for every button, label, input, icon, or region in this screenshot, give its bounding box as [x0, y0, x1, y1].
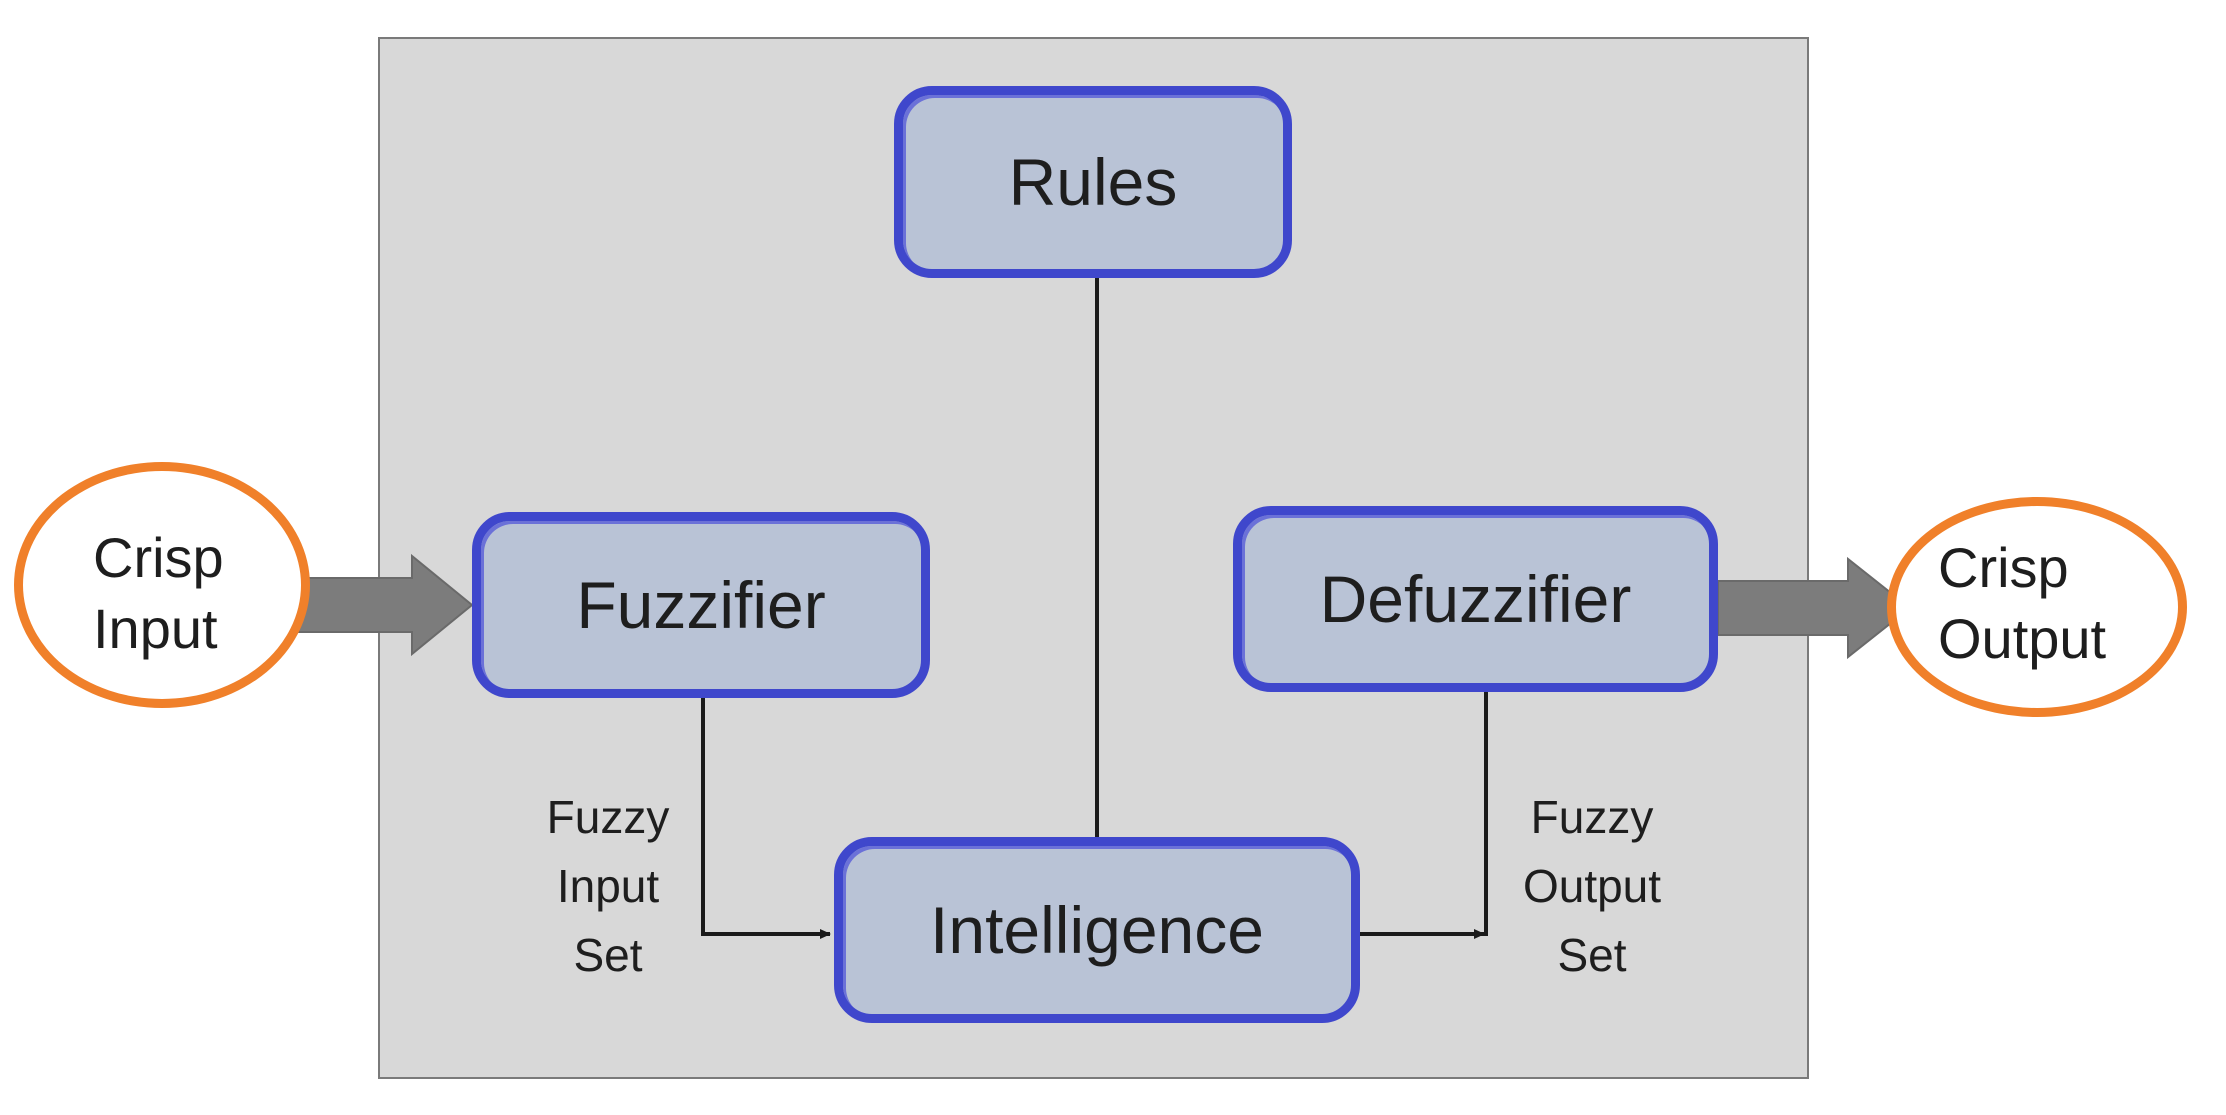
fuzzy-output-line-1: Fuzzy — [1530, 791, 1654, 843]
crisp-output-line-2: Output — [1938, 607, 2107, 671]
crisp-input-arrow — [277, 553, 474, 657]
fuzzifier-block: Fuzzifier — [472, 512, 930, 698]
intelligence-to-defuzzifier-line — [1360, 692, 1488, 936]
defuzzifier-block: Defuzzifier — [1233, 506, 1718, 692]
fuzzifier-label: Fuzzifier — [576, 568, 826, 642]
intelligence-block: Intelligence — [834, 837, 1360, 1023]
fuzzy-input-set-label: Fuzzy Input Set — [528, 783, 688, 990]
crisp-input-label: Crisp Input — [93, 522, 224, 664]
intelligence-label: Intelligence — [930, 893, 1264, 967]
fuzzifier-to-intelligence-arrow — [701, 698, 831, 939]
fuzzy-output-line-3: Set — [1557, 929, 1627, 981]
rules-label: Rules — [1008, 145, 1178, 219]
crisp-input-ellipse — [14, 462, 310, 708]
fuzzy-input-line-3: Set — [573, 929, 643, 981]
crisp-output-label: Crisp Output — [1938, 532, 2106, 674]
crisp-output-line-1: Crisp — [1938, 536, 2069, 599]
crisp-input-line-2: Input — [93, 597, 218, 661]
crisp-output-arrow — [1717, 556, 1912, 660]
crisp-input-line-1: Crisp — [93, 526, 224, 589]
fuzzy-input-line-2: Input — [556, 860, 660, 912]
crisp-output-ellipse — [1887, 497, 2187, 717]
fuzzy-output-line-2: Output — [1522, 860, 1662, 912]
fuzzy-input-line-1: Fuzzy — [546, 791, 670, 843]
defuzzifier-label: Defuzzifier — [1319, 562, 1632, 636]
rules-block: Rules — [894, 86, 1292, 278]
fuzzy-output-set-label: Fuzzy Output Set — [1502, 783, 1682, 990]
